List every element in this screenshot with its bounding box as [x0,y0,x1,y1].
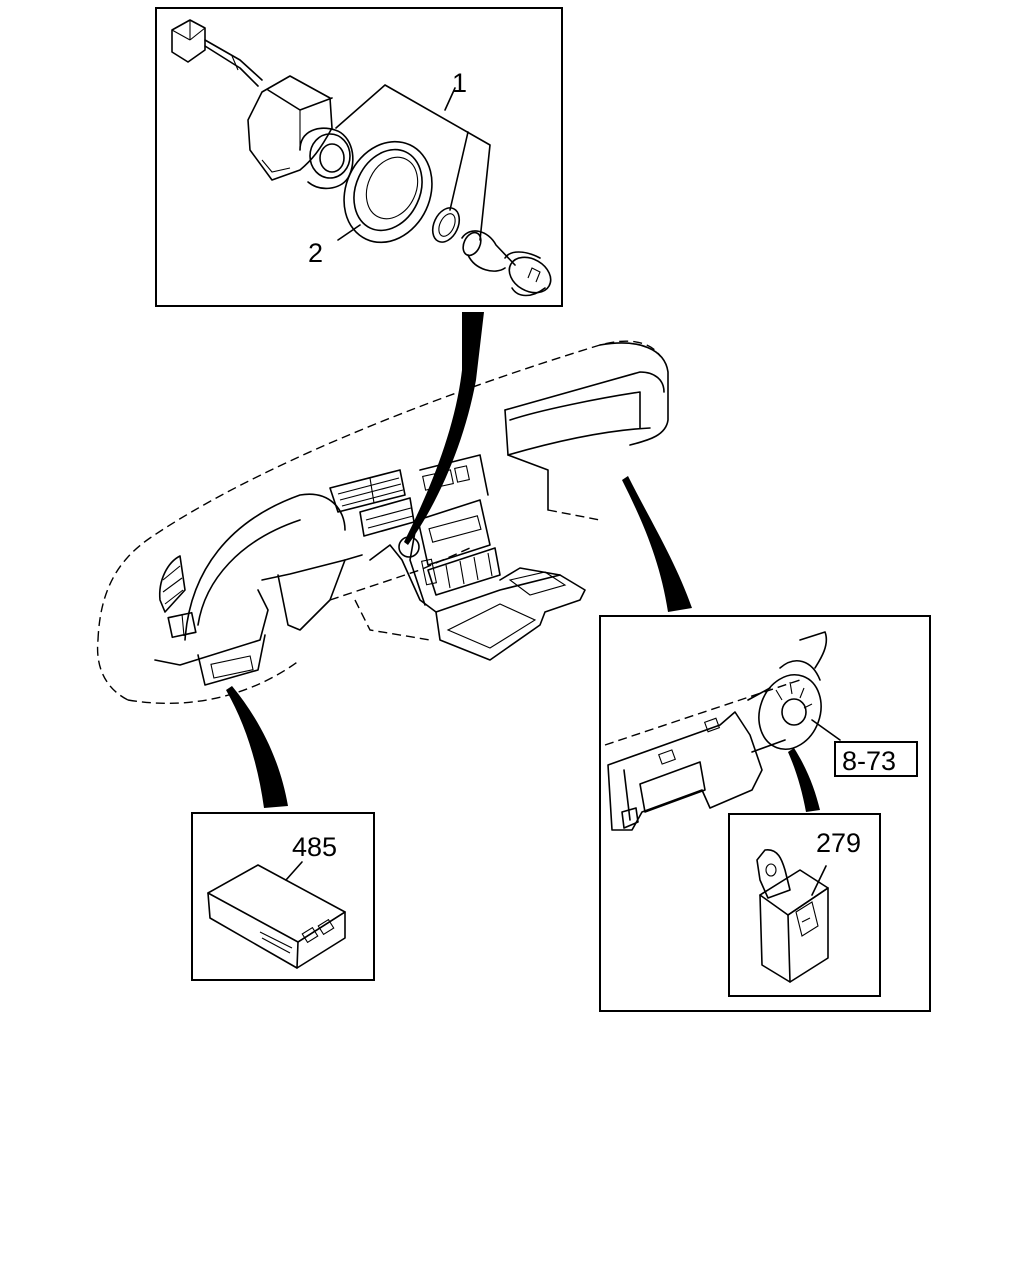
heater-dial [747,674,822,753]
callout-8-73: 8-73 [842,746,896,776]
pointer-bottom-left [226,686,288,808]
pointer-right [622,476,692,612]
inset-cigar-lighter: 1 2 [155,7,563,307]
callout-2: 2 [308,238,323,268]
dashboard-illustration [96,340,669,704]
pointer-top [404,312,484,545]
center-vents [329,469,415,537]
callout-1: 1 [452,68,467,98]
center-console [369,454,586,661]
callout-279: 279 [816,828,861,858]
pointer-279 [788,748,820,812]
ring-bezel [343,140,433,244]
inset-module-485: 485 [191,812,375,981]
reference-box-8-73 [834,741,918,777]
relay-279 [756,849,829,983]
callout-485: 485 [292,832,337,862]
inset-right-heater-control: 8-73 279 [599,615,931,1012]
